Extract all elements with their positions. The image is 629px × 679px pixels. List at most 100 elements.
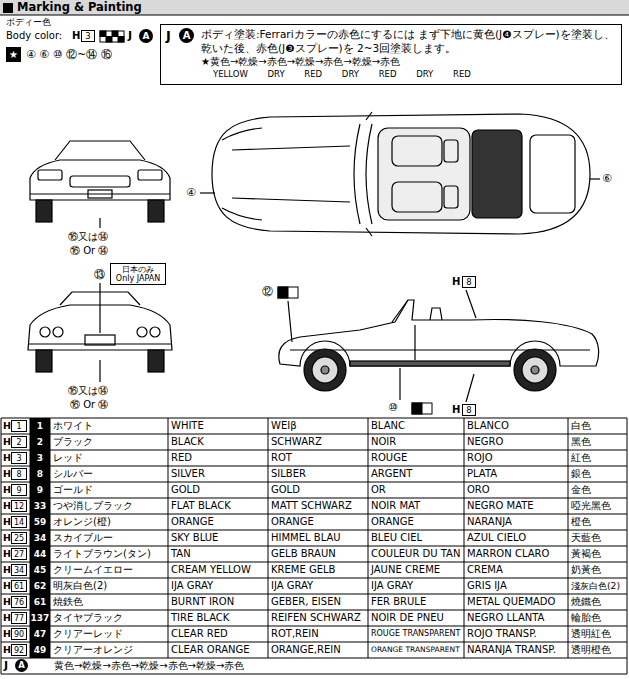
side-view: [514, 349, 556, 391]
top-view: [232, 146, 350, 202]
rear-view: [40, 327, 50, 337]
side-view: [531, 366, 539, 374]
paint-code-number: 14: [11, 516, 27, 528]
part-number: 34: [30, 532, 50, 544]
color-name-german: SCHWARZ: [271, 436, 322, 448]
top-view: [200, 192, 215, 193]
top-view: [354, 124, 372, 224]
part-number: 45: [30, 564, 50, 576]
color-name-english: CLEAR ORANGE: [171, 644, 250, 656]
paint-code-number: 12: [11, 500, 27, 512]
color-name-german: ORANGE: [271, 516, 314, 528]
side-view: [288, 301, 292, 342]
decal-flag-icon: [278, 287, 432, 414]
note-box: JAボディ塗装:Ferrariカラーの赤色にするには まず下地に黄色(J❹スプレ…: [160, 24, 622, 85]
body-color-label: Body color:: [6, 30, 62, 42]
color-name-english: TAN: [171, 548, 191, 560]
color-name-english: RED: [171, 452, 192, 464]
paint-code-letter: H: [3, 452, 11, 464]
paint-code-number: 61: [11, 580, 27, 592]
part-number: 2: [30, 436, 50, 448]
callout-number: ⑯又は⑭: [68, 385, 108, 397]
paint-code-letter: H: [3, 484, 11, 496]
color-name-japanese: 焼鉄色: [53, 596, 83, 608]
front-view: [30, 193, 170, 194]
paint-code-letter: J: [128, 29, 132, 42]
color-name-french: ORANGE TRANSPARENT: [371, 644, 460, 656]
paint-table-grid: [1, 418, 627, 674]
color-name-japanese: つや消しブラック: [53, 500, 133, 512]
color-name-chinese: 淺灰白色(2): [571, 580, 620, 592]
color-name-spanish: METAL QUEMADO: [467, 596, 555, 608]
side-view: [279, 290, 599, 402]
color-name-french: NOIR: [371, 436, 396, 448]
rear-view: [53, 327, 63, 337]
part-number: 47: [30, 628, 50, 640]
header-bar: [0, 15, 629, 16]
color-name-japanese: ブラック: [53, 436, 93, 448]
color-name-japanese: オレンジ(橙): [53, 516, 111, 528]
paint-code-letter: H: [452, 276, 460, 288]
color-name-japanese: ライトブラウン(タン): [53, 548, 151, 560]
color-name-chinese: 天藍色: [571, 532, 601, 544]
color-name-german: ROT: [271, 452, 292, 464]
paint-code-number: 9: [11, 484, 27, 496]
paint-code-number: 77: [11, 612, 27, 624]
color-name-german: IJA GRAY: [271, 580, 313, 592]
front-view: [99, 218, 100, 228]
paint-code-letter: H: [3, 468, 11, 480]
paint-code-letter: J: [166, 28, 171, 44]
paint-code-number: 27: [11, 548, 27, 560]
callout-number: ⑯又は⑭: [68, 231, 108, 243]
color-name-english: CLEAR RED: [171, 628, 228, 640]
side-view: [392, 300, 408, 322]
color-name-chinese: 奶黃色: [571, 564, 601, 576]
color-name-french: NOIR DE PNEU: [371, 612, 444, 624]
top-view: [392, 136, 442, 166]
color-name-french: FER BRULE: [371, 596, 426, 608]
callout-number: ⑬: [94, 268, 105, 281]
color-name-spanish: AZUL CIELO: [467, 532, 526, 544]
color-name-japanese: クリアーオレンジ: [53, 644, 133, 656]
color-name-chinese: 黑色: [571, 436, 591, 448]
part-number: 61: [30, 596, 50, 608]
decal-flag-icon: [118, 37, 124, 43]
top-view: [212, 114, 590, 234]
paint-sequence: ★黄色→乾燥→赤色→乾燥→赤色→乾燥→赤色: [201, 55, 615, 69]
part-number: 62: [30, 580, 50, 592]
decal-flag-icon: [100, 31, 106, 37]
color-name-chinese: 紅色: [571, 452, 591, 464]
paint-sequence: 黄色→乾燥→赤色→乾燥→赤色→乾燥→赤色: [54, 660, 244, 672]
paint-sequence-english: YELLOW DRY RED DRY RED DRY RED: [201, 69, 615, 80]
paint-code-letter: H: [3, 500, 11, 512]
note-text-column: ボディ塗装:Ferrariカラーの赤色にするには まず下地に黄色(J❹スプレー)…: [201, 25, 621, 84]
color-name-chinese: 黃褐色: [571, 548, 601, 560]
rear-view: [150, 327, 160, 337]
rear-view: [148, 350, 164, 372]
front-view: [138, 170, 162, 180]
paint-code-letter: H: [3, 580, 11, 592]
front-view: [70, 176, 130, 187]
callout-number: ④ ⑥ ⑩ ⑫~⑭ ⑯: [26, 48, 112, 61]
header-bar: [3, 3, 13, 13]
top-view: [530, 135, 575, 213]
color-name-english: ORANGE: [171, 516, 214, 528]
paint-code-number: 3: [11, 452, 27, 464]
side-view: [466, 290, 476, 318]
part-number: 9: [30, 484, 50, 496]
color-name-spanish: NARANJA: [467, 516, 512, 528]
color-name-japanese: ゴールド: [53, 484, 93, 496]
part-number: 8: [30, 468, 50, 480]
color-name-japanese: スカイブルー: [53, 532, 113, 544]
color-name-german: ORANGE,REIN: [271, 644, 341, 656]
side-view: [522, 357, 548, 383]
color-name-german: REIFEN SCHWARZ: [271, 612, 361, 624]
color-name-spanish: ROJO: [467, 452, 493, 464]
color-name-german: ROT,REIN: [271, 628, 319, 640]
color-name-french: OR: [371, 484, 386, 496]
color-name-chinese: 燒鐵色: [571, 596, 601, 608]
color-name-spanish: MARRON CLARO: [467, 548, 549, 560]
color-name-spanish: PLATA: [467, 468, 497, 480]
paint-code-letter: H: [3, 628, 11, 640]
color-name-chinese: 橙色: [571, 516, 591, 528]
